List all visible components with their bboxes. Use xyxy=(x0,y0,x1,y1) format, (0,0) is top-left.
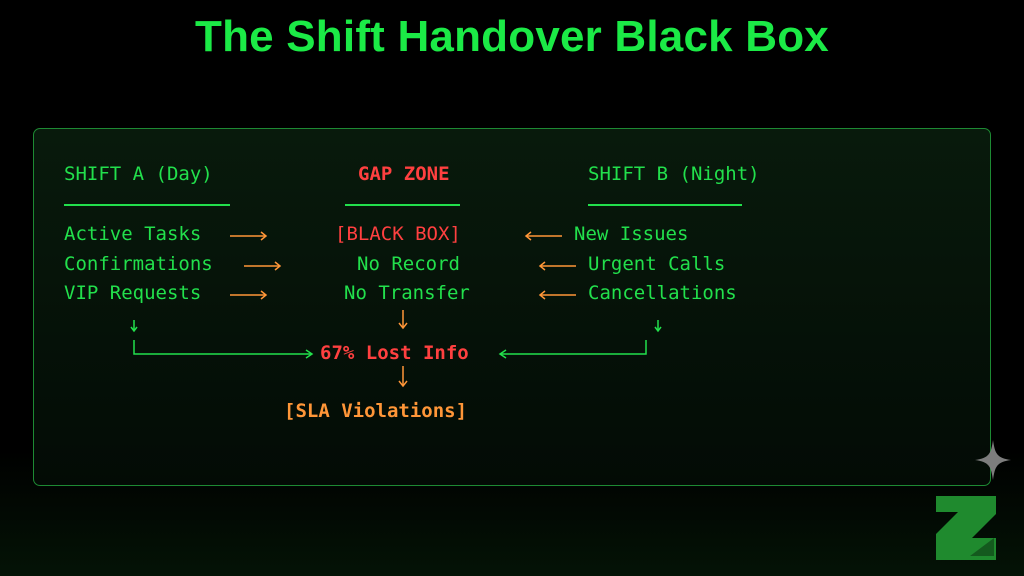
gap-zone-item-no-record: No Record xyxy=(357,253,460,275)
left-arrows xyxy=(524,231,576,300)
arrow-down-icon xyxy=(398,322,408,330)
merge-left-bracket xyxy=(133,340,314,359)
page-title: The Shift Handover Black Box xyxy=(195,12,829,61)
merge-right-bracket xyxy=(498,340,647,359)
shift-b-item-urgent-calls: Urgent Calls xyxy=(588,253,726,275)
gap-zone-item-no-transfer: No Transfer xyxy=(344,282,470,304)
gap-zone-header: GAP ZONE xyxy=(358,163,450,185)
outcome-label: [SLA Violations] xyxy=(284,400,468,422)
arrow-down-icon xyxy=(130,326,138,333)
right-arrows xyxy=(230,231,282,300)
arrow-left-icon xyxy=(538,290,546,300)
diagram-panel xyxy=(33,128,991,486)
shift-a-header: SHIFT A (Day) xyxy=(64,163,213,185)
arrow-left-icon xyxy=(538,261,546,271)
shift-b-header: SHIFT B (Night) xyxy=(588,163,760,185)
shift-b-item-cancellations: Cancellations xyxy=(588,282,737,304)
arrow-right-icon xyxy=(260,231,268,241)
shift-a-item-confirmations: Confirmations xyxy=(64,253,213,275)
arrow-down-icon xyxy=(654,326,662,333)
arrow-right-icon xyxy=(260,290,268,300)
shift-b-item-new-issues: New Issues xyxy=(574,223,689,245)
gap-zone-item-black-box: [BLACK BOX] xyxy=(335,223,461,245)
sparkle-icon xyxy=(975,440,1011,480)
shift-a-item-vip-requests: VIP Requests xyxy=(64,282,202,304)
arrow-right-icon xyxy=(274,261,282,271)
arrow-down-icon xyxy=(398,380,408,388)
merge-label: 67% Lost Info xyxy=(320,342,469,364)
logo-icon xyxy=(936,496,996,560)
shift-a-item-active-tasks: Active Tasks xyxy=(64,223,202,245)
arrow-left-icon xyxy=(524,231,532,241)
